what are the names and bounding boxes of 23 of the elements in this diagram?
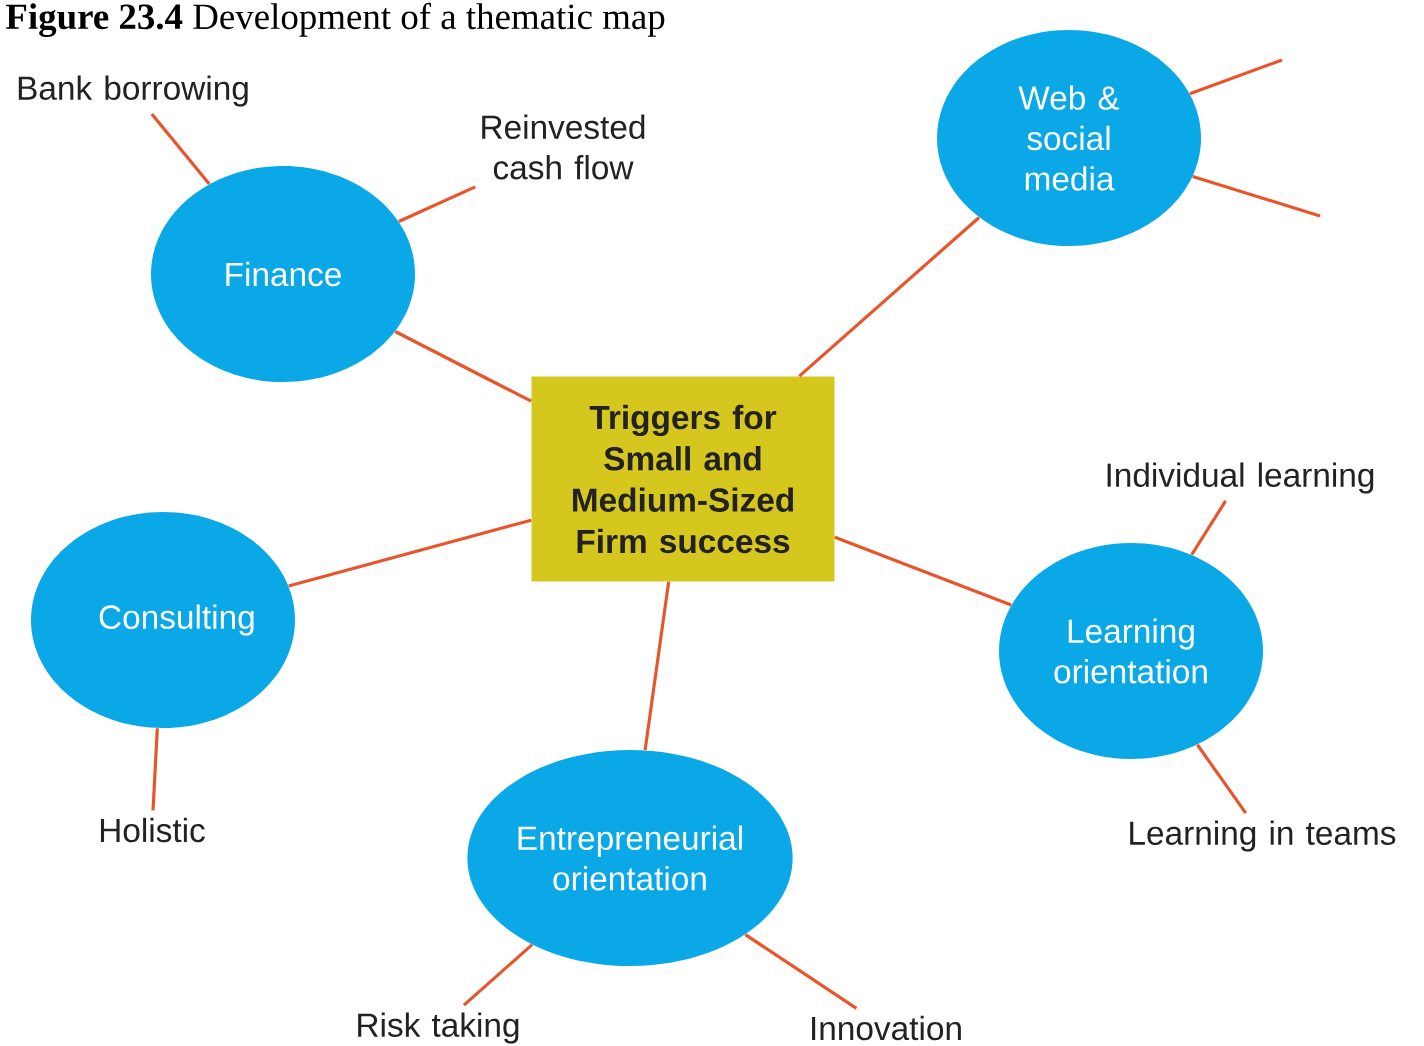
subtheme-label: Reinvested cash flow bbox=[482, 114, 645, 180]
subtheme-label: Bank borrowing bbox=[18, 75, 248, 107]
connector-line bbox=[1189, 58, 1283, 96]
topic-box: Triggers for Small and Medium-Sized Firm success bbox=[531, 376, 835, 582]
connector-line bbox=[288, 518, 532, 588]
connector-line bbox=[462, 943, 534, 1007]
connector-line bbox=[1192, 174, 1321, 218]
subtheme-label: Learning in teams bbox=[1130, 820, 1396, 852]
connector-line bbox=[394, 330, 532, 403]
connector-line bbox=[1190, 500, 1227, 556]
subtheme-label: Individual learning bbox=[1107, 462, 1374, 494]
connector-line bbox=[834, 535, 1012, 607]
connector-line bbox=[1196, 743, 1248, 814]
connector-line bbox=[151, 728, 159, 811]
connector-line bbox=[798, 216, 981, 378]
connector-line bbox=[643, 581, 671, 751]
connector-line bbox=[744, 933, 858, 1010]
subtheme-label: Risk taking bbox=[358, 1012, 519, 1044]
figure-title: Figure 23.4 Development of a thematic map bbox=[6, 2, 665, 37]
connector-line bbox=[150, 112, 211, 186]
connector-line bbox=[398, 185, 476, 223]
subtheme-label: Innovation bbox=[812, 1015, 961, 1041]
subtheme-label: Holistic bbox=[100, 817, 205, 843]
